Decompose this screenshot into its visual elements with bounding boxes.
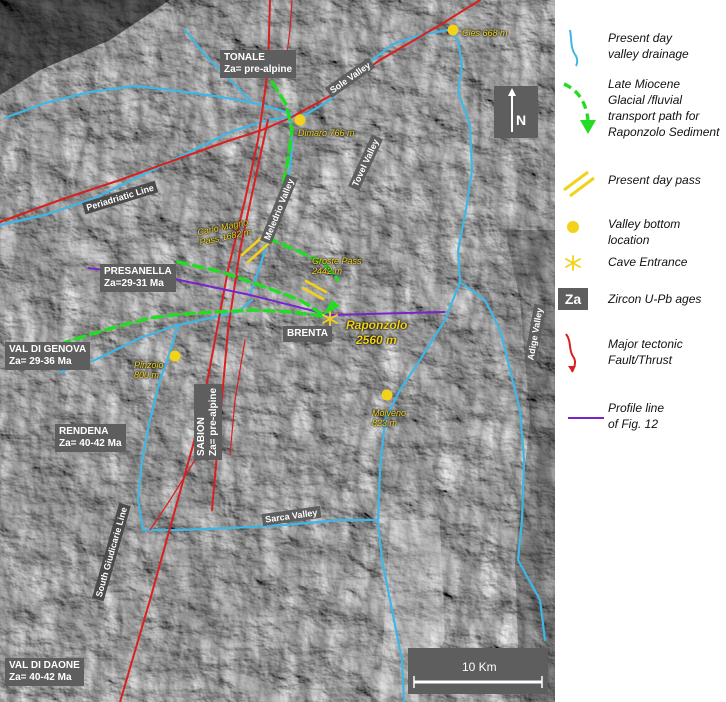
asterisk-icon <box>565 255 581 271</box>
cave-marker <box>322 311 338 327</box>
transport-path-west <box>28 308 324 357</box>
place-dimaro: Dimaro 766 m <box>298 128 355 138</box>
north-arrow <box>494 86 538 138</box>
fault-minor-1 <box>149 459 196 531</box>
place-cles: Cles 668 m <box>462 28 508 38</box>
river-tributary-n <box>183 28 252 102</box>
marker-dimaro <box>294 114 306 126</box>
marker-molveno <box>381 389 393 401</box>
pass-groste-a <box>304 279 328 294</box>
river-adige <box>458 280 547 642</box>
shadow-area-nw <box>0 0 170 95</box>
map-canvas <box>0 0 555 702</box>
fault-minor-2 <box>229 339 246 456</box>
scale-bar <box>408 648 548 694</box>
region-brenta: BRENTA <box>283 326 332 342</box>
circle-marker-symbol <box>567 221 579 233</box>
transport-arrowhead <box>322 300 340 316</box>
zircon-symbol: Za <box>558 288 588 310</box>
river-sarca-lower <box>376 518 406 702</box>
pass-carlo-magno-b <box>246 242 270 264</box>
profile-symbol <box>568 417 604 419</box>
river-sole <box>3 28 474 284</box>
scale-label: 10 Km <box>462 660 497 674</box>
relief-ridges <box>0 0 555 702</box>
marker-cles <box>447 24 459 36</box>
river-sarca-upper <box>136 323 380 532</box>
pass-markers <box>240 235 328 301</box>
valley-bottom-markers <box>169 24 459 401</box>
transport-path-mid <box>176 260 324 316</box>
fault-symbol <box>565 333 577 373</box>
transport-symbol <box>563 82 596 134</box>
pass-groste-b <box>301 286 325 301</box>
river-tributary-e <box>376 280 462 522</box>
shadow-area-east <box>505 230 555 702</box>
pass-carlo-magno-a <box>240 235 264 257</box>
fault-giudicarie <box>119 0 271 702</box>
north-label: N <box>516 112 527 128</box>
drainage-symbol <box>569 29 579 67</box>
fault-periadriatic <box>0 0 481 223</box>
marker-pinzolo <box>169 350 181 362</box>
pass-symbol <box>563 170 595 198</box>
